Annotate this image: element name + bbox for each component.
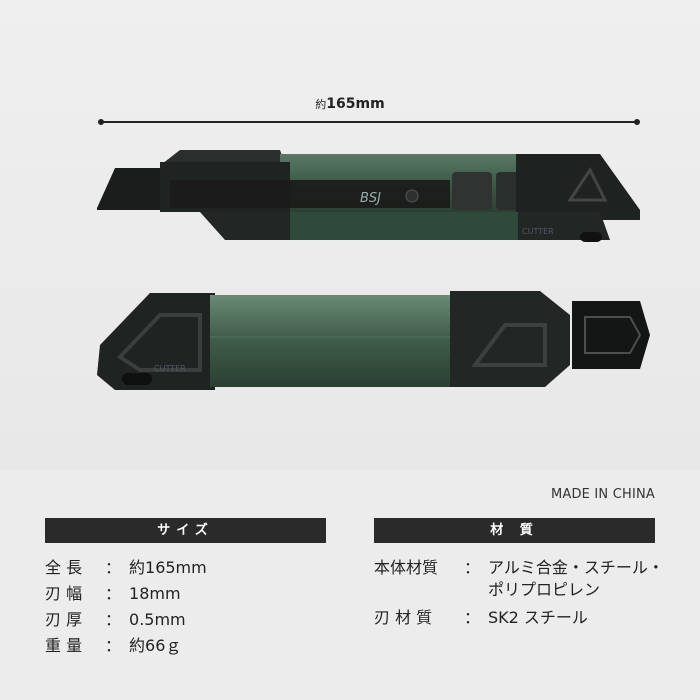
top-grip — [162, 150, 285, 164]
screw — [405, 189, 419, 203]
material-section-header: 材 質 — [374, 518, 655, 543]
made-in-label: MADE IN CHINA — [550, 487, 655, 502]
slider-button — [452, 172, 492, 210]
material-spec-list: 本体材質：アルミ合金・スチール・ポリプロピレン 刃 材 質：SK2 スチール — [374, 555, 673, 631]
spec-row-blade-thickness: 刃 厚：0.5mm — [45, 610, 186, 629]
right-grip — [450, 291, 570, 387]
blade-tip — [572, 301, 650, 369]
spec-row-blade-material: 刃 材 質：SK2 スチール — [374, 608, 588, 627]
body-label-2: CUTTER — [154, 364, 186, 373]
cutter-back-view: CUTTER — [97, 291, 650, 390]
length-dimension-label: 約165mm — [315, 96, 385, 112]
body-green-back — [210, 295, 455, 387]
product-photo-area: 約165mm BSJ CUTTER — [0, 0, 700, 470]
spec-row-body-material: 本体材質：アルミ合金・スチール・ポリプロピレン — [374, 558, 664, 599]
length-dimension-line — [98, 119, 640, 125]
bottom-grip — [200, 212, 290, 240]
cutter-side-view: BSJ CUTTER — [97, 150, 640, 242]
spec-row-weight: 重 量：約66ｇ — [45, 636, 182, 655]
spec-row-blade-width: 刃 幅：18mm — [45, 584, 181, 603]
body-label: CUTTER — [522, 227, 554, 236]
size-section-header: サイズ — [45, 518, 326, 543]
blade-brand: BSJ — [360, 191, 381, 206]
spec-row-length: 全 長：約165mm — [45, 558, 207, 577]
left-cap — [97, 293, 215, 390]
size-spec-list: 全 長：約165mm 刃 幅：18mm 刃 厚：0.5mm 重 量：約66ｇ — [45, 555, 207, 659]
